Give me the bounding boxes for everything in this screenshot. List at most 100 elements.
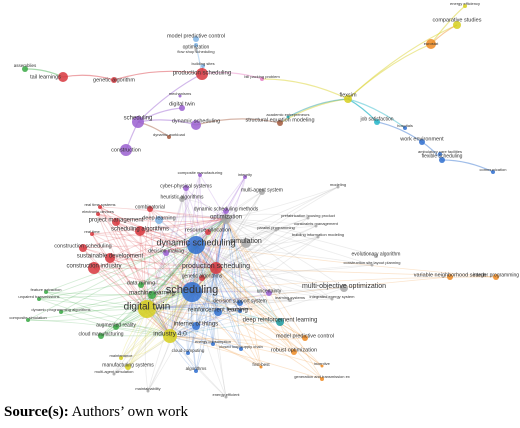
bottom-node-decision-support-system	[237, 300, 243, 306]
bottom-node-model-predictive-control	[302, 335, 308, 341]
edge	[169, 292, 270, 337]
bottom-label-composite-simulation: composite simulation	[9, 315, 46, 320]
top-label-academic-entrepreneurs: academic entrepreneurs	[266, 112, 309, 117]
edge	[99, 206, 227, 220]
bottom-label-prefabrication-housing-product: prefabrication housing product	[281, 213, 336, 218]
edge	[60, 267, 217, 313]
edge	[115, 218, 227, 328]
bottom-node-heuristic-algorithms	[179, 196, 185, 202]
top-node-model-predictive-control	[193, 36, 199, 42]
edge	[169, 335, 306, 341]
edge	[38, 291, 193, 300]
edge	[99, 206, 171, 337]
bottom-label-sustainable-development: sustainable development	[77, 254, 144, 260]
top-node-flexible-scheduling	[439, 157, 445, 163]
edge	[82, 218, 227, 249]
top-node-construction	[120, 144, 132, 156]
bottom-label-integrated-energy-system: integrated energy system	[310, 294, 356, 299]
edge	[149, 208, 171, 337]
edge	[113, 291, 193, 375]
edge	[127, 218, 227, 368]
edge	[144, 208, 151, 310]
top-label-bill-packing-problem: bill packing problem	[244, 74, 280, 79]
edge	[99, 206, 197, 246]
top-label-dynamic-workload: dynamic workload	[153, 132, 185, 137]
edge	[115, 221, 217, 269]
edge	[195, 236, 319, 247]
edge	[195, 244, 214, 345]
bottom-label-learning-systems: learning systems	[275, 295, 305, 300]
bottom-node-algorithms	[194, 369, 198, 373]
bottom-label-integer-programming: integer programming	[473, 272, 519, 278]
top-label-tail-learnings: tail learnings	[30, 74, 61, 80]
edge	[60, 308, 148, 313]
top-label-hospitals: hospitals	[397, 123, 413, 128]
edge	[97, 213, 148, 310]
edge	[93, 267, 217, 270]
edge	[97, 213, 193, 293]
bottom-label-energy-efficient: energy efficient	[212, 392, 240, 397]
edge	[27, 319, 171, 337]
bottom-node-evolutionary-algorithm	[374, 254, 378, 258]
bottom-node-combinatorial	[147, 206, 153, 212]
edge	[169, 176, 246, 337]
bottom-label-dynamic-scheduling-methods: dynamic scheduling methods	[194, 206, 259, 212]
bottom-label-maintenance: maintenance	[110, 353, 134, 358]
bottom-label-composite-manufacturing: composite manufacturing	[178, 170, 223, 175]
edge	[45, 291, 171, 337]
edge	[195, 225, 317, 246]
bottom-node-dynamic-scheduling	[187, 236, 205, 254]
edge	[82, 247, 171, 337]
bottom-label-model-predictive-control: model predictive control	[276, 333, 334, 339]
edge	[27, 308, 148, 321]
edge	[169, 218, 227, 337]
edge	[195, 118, 281, 126]
edge	[149, 208, 227, 220]
top-node-communication	[491, 170, 495, 174]
edge	[191, 225, 317, 293]
edge	[195, 244, 281, 323]
bottom-label-manufacturing-systems: manufacturing systems	[102, 362, 154, 368]
edge	[169, 335, 262, 368]
top-node-structural-equation-modeling	[277, 120, 283, 126]
edge	[215, 176, 246, 269]
bottom-node-multi-agent-system	[259, 189, 265, 195]
top-label-ambulatory-care-facilities: ambulatory care facilities	[418, 149, 462, 154]
edge	[109, 257, 193, 293]
edge	[144, 308, 149, 392]
top-label-digital-twin: digital twin	[169, 101, 195, 107]
edge	[169, 321, 281, 337]
edge	[181, 198, 217, 269]
bottom-label-scheduling: scheduling	[166, 284, 219, 296]
bottom-node-construction-scheduling	[79, 244, 87, 252]
edge	[195, 244, 345, 289]
edge	[184, 187, 193, 293]
edge	[139, 230, 171, 337]
edge	[38, 298, 148, 310]
bottom-label-decision-support-system: decision support system	[213, 298, 267, 304]
bottom-label-energy-consumption: energy consumption	[195, 339, 231, 344]
edge	[215, 267, 291, 301]
bottom-node-real-time-systems	[98, 205, 102, 209]
edge	[99, 206, 193, 293]
bottom-label-unpaired-transmissions: unpaired transmissions	[18, 294, 59, 299]
edge	[195, 244, 227, 398]
edge	[45, 244, 197, 293]
edge	[195, 244, 373, 266]
bottom-label-parallel-programming: parallel programming	[257, 225, 295, 230]
bottom-node-machine-learning	[148, 291, 156, 299]
edge	[115, 216, 227, 223]
edge	[91, 233, 148, 310]
edge	[225, 218, 306, 339]
top-node-building-sites	[201, 64, 205, 68]
edge	[169, 210, 227, 337]
edge	[347, 43, 432, 100]
edge	[192, 244, 197, 372]
edge	[191, 229, 277, 293]
bottom-node-energy-consumption	[211, 342, 215, 346]
edge	[146, 218, 227, 310]
edge	[120, 267, 217, 359]
bottom-node-cloud-manufacturing	[98, 333, 104, 339]
edge	[215, 267, 227, 398]
edge	[225, 218, 270, 294]
